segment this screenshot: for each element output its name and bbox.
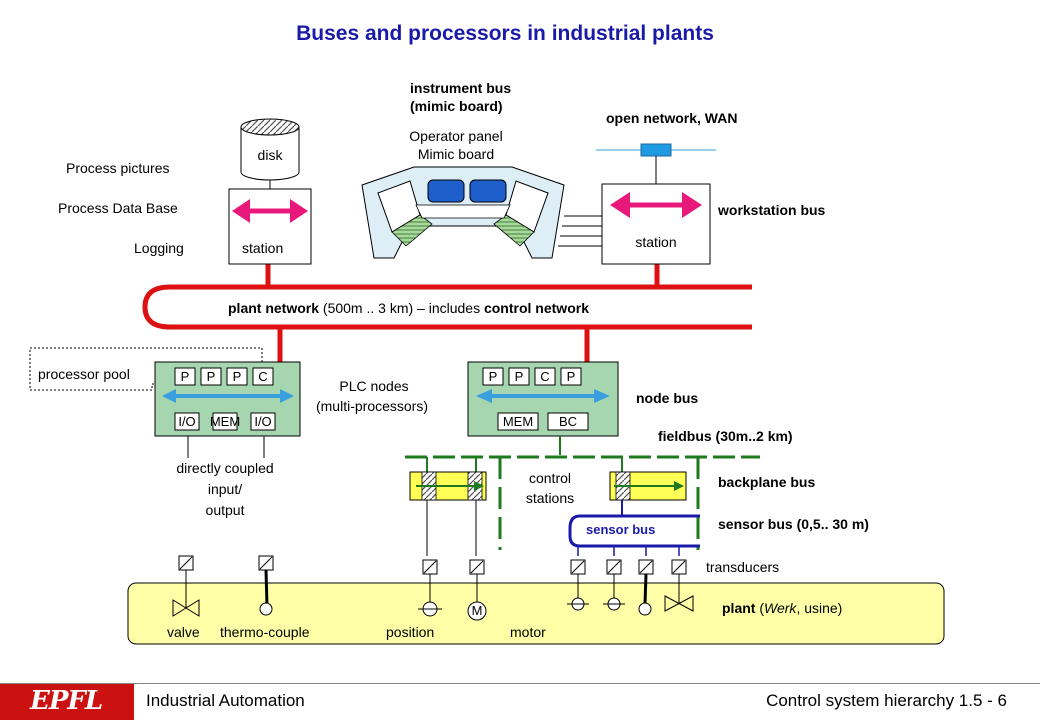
directly-coupled-input-label: input/ [207,481,243,497]
fieldbus-line [405,455,760,550]
plc-left-unit-cell [174,367,196,386]
plc-left-module-label: I/O [178,414,195,429]
transducer-sensor-1 [567,559,589,611]
plant-network-bus [142,264,752,362]
plc-left-module-label: I/O [254,414,271,429]
wan-network [596,143,716,184]
thermo-couple-label: thermo-couple [220,624,310,640]
transducer-thermocouple [258,555,274,616]
plant-usine: , usine) [796,600,843,616]
plc-right-unit-label: C [540,369,549,384]
plc-left-module-cell [250,412,276,431]
sensor-bus-range-label: sensor bus (0,5.. 30 m) [718,516,869,532]
field-devices [172,555,694,621]
control-stations-sublabel: stations [525,490,575,506]
plc-right-unit-cell [482,367,504,386]
station-left-label: station [242,240,284,256]
position-label: position [386,624,435,640]
mimic-board-label: Mimic board [417,146,495,162]
plc-right-unit-cell [560,367,582,386]
plc-node-right: P P C P MEM BC [467,361,619,455]
plc-left-unit-cell [226,367,248,386]
plc-right-module-label: BC [559,414,577,429]
plc-right-unit-cell [508,367,530,386]
directly-coupled-output-label: output [205,502,245,518]
epfl-logo: EPFL [0,684,134,720]
plc-left-unit-label: P [207,369,216,384]
plc-left-unit-cell [200,367,222,386]
transducers-label: transducers [706,559,780,575]
footer: EPFL Industrial Automation Control syste… [0,683,1040,720]
control-stations-label: control [528,470,572,486]
plc-nodes-label: PLC nodes [339,378,409,394]
process-data-base-label: Process Data Base [58,200,178,216]
control-network-name: control network [483,300,589,316]
plant-label: plant (Werk, usine) [722,600,842,616]
plc-left-module-cell [174,412,200,431]
page-title: Buses and processors in industrial plant… [296,22,714,45]
process-pictures-label: Process pictures [66,160,170,176]
plc-right-unit-label: P [515,369,524,384]
epfl-logo-text: EPFL [30,686,103,716]
plc-left-unit-label: P [181,369,190,384]
control-station-module-2 [609,471,687,501]
plc-right-module-label: MEM [503,414,533,429]
instrument-bus-sublabel: (mimic board) [410,98,503,114]
transducer-valve [178,555,194,608]
operator-panel-icon [361,166,602,259]
logging-label: Logging [134,240,184,256]
plc-right-unit-label: P [567,369,576,384]
workstation-bus-label: workstation bus [718,202,826,218]
valve-label: valve [167,624,200,640]
plant-name: plant [722,600,756,616]
plant-werk: Werk [764,600,797,616]
backplane-bus-label: backplane bus [718,474,816,490]
plc-nodes-sublabel: (multi-processors) [315,398,428,414]
plc-left-module-cell [212,412,238,431]
transducer-sensor-3 [638,559,654,616]
transducer-sensor-2 [603,559,625,611]
plc-node-left: P P P C I/O MEM I/O [154,361,301,458]
operator-panel-label: Operator panel [409,128,503,144]
plc-left-unit-label: P [233,369,242,384]
plc-right-module-cell [547,412,589,431]
plant-paren-open: ( [755,600,765,616]
motor-symbol: M [471,603,483,618]
plc-left-unit-cell [252,367,274,386]
valve-icon [172,599,200,617]
sensor-bus-box-label: sensor bus [586,522,656,537]
plc-left-module-label: MEM [210,414,240,429]
station-right-label: station [635,234,677,250]
plc-right-unit-label: P [489,369,498,384]
sensor-bus-line [568,500,700,556]
plant-area [127,582,945,645]
control-station-module-1 [409,471,487,556]
disk-icon [240,118,300,189]
motor-label: motor [510,624,546,640]
open-network-label: open network, WAN [606,110,738,126]
disk-label: disk [257,147,283,163]
footer-divider [0,683,1040,684]
plant-network-label: plant network (500m .. 3 km) – includes … [228,300,589,316]
plc-right-module-cell [497,412,539,431]
node-bus-label: node bus [636,390,699,406]
processor-pool-label: processor pool [38,366,130,382]
instrument-bus-label: instrument bus [410,80,512,96]
processor-pool-outline [29,347,263,391]
directly-coupled-label: directly coupled [176,460,274,476]
footer-slide-ref: Control system hierarchy 1.5 - 6 [766,691,1007,710]
plant-network-range: (500m .. 3 km) – includes [319,300,484,316]
station-left [228,188,312,265]
fieldbus-label: fieldbus (30m..2 km) [658,428,793,444]
transducer-actuator [664,559,694,612]
plc-left-unit-label: C [258,369,267,384]
plant-network-name: plant network [228,300,320,316]
station-right [601,183,711,265]
motor-icon [467,601,487,621]
footer-course-title: Industrial Automation [146,691,305,710]
transducer-motor [467,559,487,621]
plc-right-unit-cell [534,367,556,386]
transducer-position [418,559,442,617]
